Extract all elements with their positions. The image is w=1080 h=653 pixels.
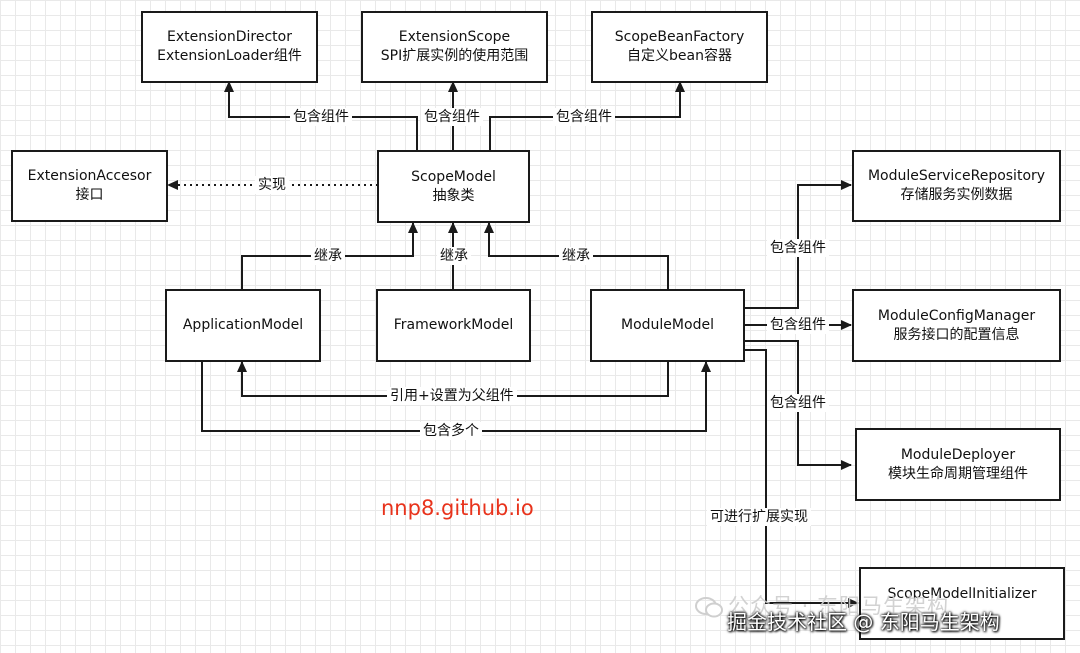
node-extension-scope: ExtensionScope SPI扩展实例的使用范围 xyxy=(361,11,548,83)
node-application-model: ApplicationModel xyxy=(165,289,321,362)
wechat-icon xyxy=(695,597,723,618)
node-scope-model-initializer: ScopeModelInitializer xyxy=(859,567,1065,640)
node-module-deployer: ModuleDeployer 模块生命周期管理组件 xyxy=(855,428,1061,501)
label-contains-service-repository: 包含组件 xyxy=(767,239,829,257)
label-contains-scope: 包含组件 xyxy=(421,108,483,126)
node-framework-model: FrameworkModel xyxy=(376,289,531,362)
label-contains-director: 包含组件 xyxy=(290,108,352,126)
node-module-config-manager: ModuleConfigManager 服务接口的配置信息 xyxy=(852,289,1061,362)
label-inherit-framework: 继承 xyxy=(437,247,471,265)
node-module-model: ModuleModel xyxy=(590,289,745,362)
node-extension-accesor: ExtensionAccesor 接口 xyxy=(11,150,168,222)
label-implements: 实现 xyxy=(255,176,289,194)
node-scope-model: ScopeModel 抽象类 xyxy=(377,150,530,223)
node-module-service-repository: ModuleServiceRepository 存储服务实例数据 xyxy=(852,150,1061,222)
watermark-text: 公众号 · 东阳马生架构 xyxy=(728,594,950,618)
label-inherit-application: 继承 xyxy=(311,247,345,265)
label-contains-many: 包含多个 xyxy=(420,422,482,440)
node-scope-bean-factory: ScopeBeanFactory 自定义bean容器 xyxy=(591,11,768,83)
edge-extensible xyxy=(743,349,859,608)
brand-text: nnp8.github.io xyxy=(381,496,534,520)
label-inherit-module: 继承 xyxy=(559,247,593,265)
footer-text: 掘金技术社区 @ 东阳马生架构 xyxy=(727,610,1000,634)
label-contains-config-manager: 包含组件 xyxy=(767,316,829,334)
label-contains-bean-factory: 包含组件 xyxy=(553,108,615,126)
label-reference-parent: 引用+设置为父组件 xyxy=(387,387,517,405)
label-contains-deployer: 包含组件 xyxy=(767,394,829,412)
node-extension-director: ExtensionDirector ExtensionLoader组件 xyxy=(141,11,318,83)
label-extensible: 可进行扩展实现 xyxy=(707,508,811,526)
